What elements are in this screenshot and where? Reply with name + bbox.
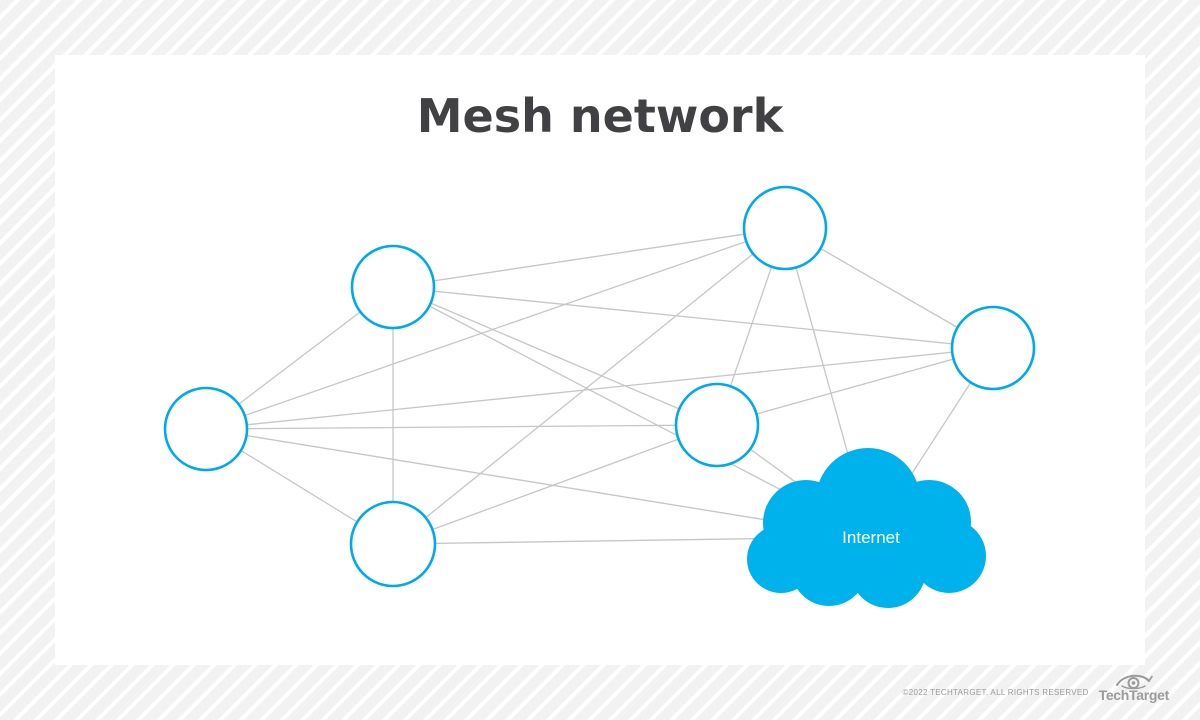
edge-node-left--internet-cloud [205,428,872,538]
internet-cloud-puff [850,532,926,608]
node-top [742,185,828,271]
internet-cloud-puff [791,530,867,606]
brand-name: TechTarget [1098,687,1170,703]
internet-label: Internet [842,528,900,547]
edge-node-top--node-left [205,227,786,430]
edge-node-center--node-lower-left [392,424,718,545]
node-upper-left [350,244,436,330]
edge-node-left--node-center [205,424,718,430]
page-title: Mesh network [416,89,784,143]
edge-node-left--node-right [205,347,994,430]
node-center [674,382,760,468]
copyright-text: ©2022 TECHTARGET. ALL RIGHTS RESERVED [902,688,1089,697]
edge-node-upper-left--node-center [392,286,718,426]
edge-node-top--node-lower-left [392,227,786,545]
node-right [950,305,1036,391]
footer: ©2022 TECHTARGET. ALL RIGHTS RESERVED Te… [903,671,1169,702]
edge-node-top--node-upper-left [392,227,786,288]
edge-node-upper-left--node-right [392,286,994,349]
node-left [163,386,249,472]
eye-icon [1115,674,1153,690]
node-lower-left [349,500,437,588]
internet-cloud-puff [912,519,986,593]
techtarget-logo: TechTarget [1099,671,1169,702]
edge-node-center--node-right [716,347,994,426]
